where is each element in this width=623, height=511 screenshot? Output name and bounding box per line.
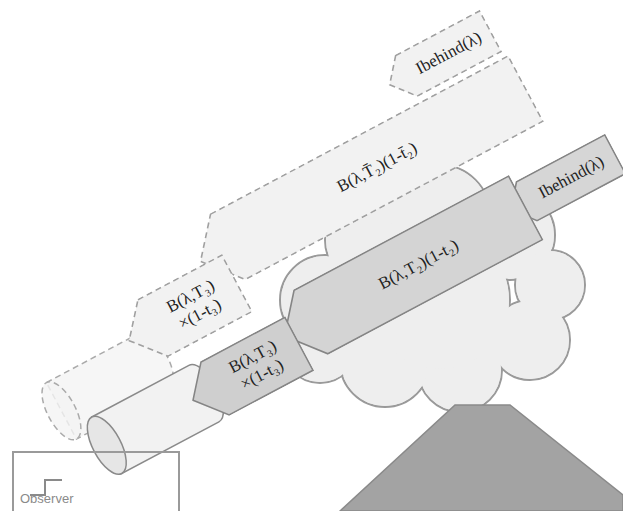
arrow-shape <box>268 176 543 368</box>
observer-label: Observer <box>20 491 73 506</box>
observer-box: Observer <box>12 451 180 511</box>
arrow-shape <box>179 317 313 426</box>
volcano <box>340 405 623 511</box>
